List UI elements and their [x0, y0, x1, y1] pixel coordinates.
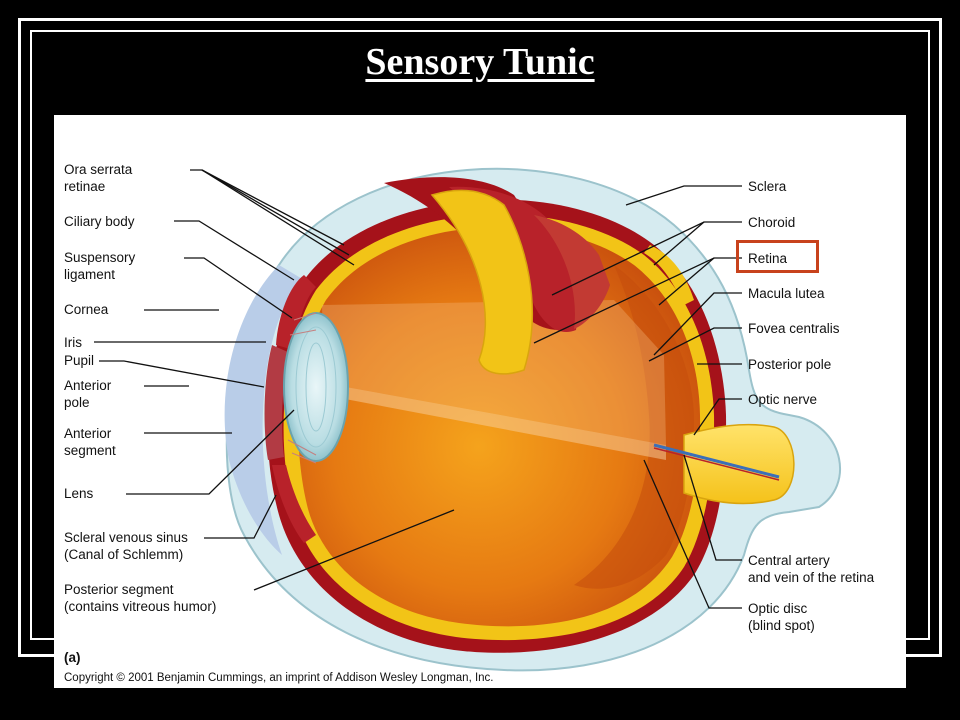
- label-sclera: Sclera: [748, 179, 787, 194]
- retina-highlight-box: [736, 240, 819, 273]
- label-posterior-segment: Posterior segment(contains vitreous humo…: [64, 582, 217, 614]
- label-lens: Lens: [64, 486, 94, 501]
- label-fovea-centralis: Fovea centralis: [748, 321, 840, 336]
- label-posterior-pole: Posterior pole: [748, 357, 832, 372]
- suspensory-ligament: [287, 312, 317, 464]
- label-optic-disc: Optic disc(blind spot): [748, 601, 815, 633]
- label-choroid: Choroid: [748, 215, 796, 230]
- leader-lines: [94, 169, 742, 609]
- figure-panel-tag: (a): [64, 650, 81, 665]
- copyright-notice: Copyright © 2001 Benjamin Cummings, an i…: [64, 672, 494, 684]
- lens: [283, 312, 349, 462]
- optic-nerve: [683, 423, 795, 505]
- label-ciliary-body: Ciliary body: [64, 214, 135, 229]
- eye-anatomy-illustration: [94, 167, 841, 672]
- label-scleral-venous-sinus: Scleral venous sinus(Canal of Schlemm): [64, 530, 188, 562]
- label-macula-lutea: Macula lutea: [748, 286, 825, 301]
- peeled-retina-flap: [430, 189, 534, 375]
- central-artery-vein: [653, 443, 780, 479]
- anterior-segment: [224, 265, 304, 555]
- label-iris: Iris: [64, 335, 82, 350]
- slide-title: Sensory Tunic: [365, 41, 595, 83]
- label-retina: Retina: [748, 251, 788, 266]
- label-pupil: Pupil: [64, 353, 95, 368]
- label-cornea: Cornea: [64, 302, 109, 317]
- label-optic-nerve: Optic nerve: [748, 392, 818, 407]
- ciliary-body: [276, 275, 316, 350]
